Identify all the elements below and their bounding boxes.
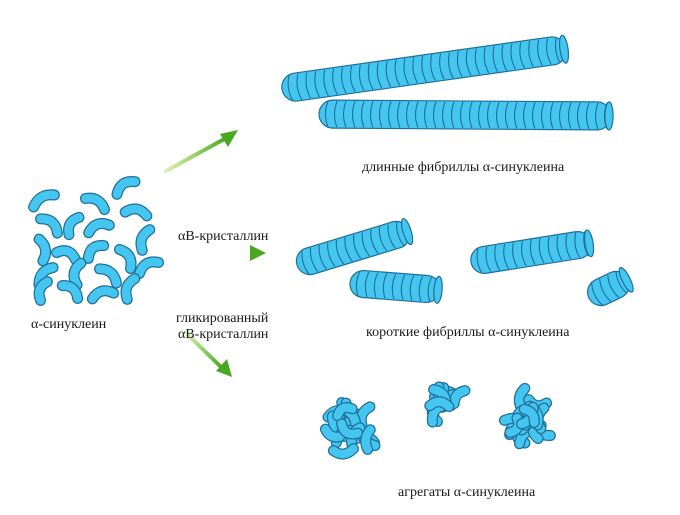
short-fibrils-label: короткие фибриллы α-синуклеина xyxy=(366,325,570,340)
monomer xyxy=(119,203,153,222)
monomer xyxy=(114,243,137,275)
monomer-cluster xyxy=(28,175,165,306)
monomer xyxy=(33,233,52,267)
monomer xyxy=(79,192,111,215)
monomer xyxy=(94,263,122,289)
monomer xyxy=(35,213,63,239)
arrow-bottom-label-line1: гликированный xyxy=(176,311,269,326)
aggregates xyxy=(319,381,556,460)
fibril xyxy=(349,269,443,304)
monomer xyxy=(68,257,87,291)
monomer xyxy=(448,385,471,410)
long-fibrils xyxy=(281,34,614,131)
fibril xyxy=(587,267,634,307)
monomer xyxy=(33,276,53,306)
monomer xyxy=(83,218,115,239)
fibril xyxy=(318,99,614,131)
aggregates-label: агрегаты α-синуклеина xyxy=(398,485,536,500)
monomer xyxy=(120,273,141,305)
monomer xyxy=(51,245,81,265)
monomer xyxy=(28,189,60,213)
monomer xyxy=(336,418,364,440)
arrow-middle-label: αB-кристаллин xyxy=(178,229,269,244)
arrow-to-aggregates xyxy=(184,331,232,377)
monomer xyxy=(63,211,85,241)
monomer xyxy=(135,224,156,256)
monomer xyxy=(327,443,359,460)
monomer xyxy=(111,175,141,200)
monomer xyxy=(56,280,84,304)
arrow-to-long-fibrils xyxy=(164,130,238,173)
arrow-bottom-label-line2: αB-кристаллин xyxy=(178,327,269,342)
short-fibrils xyxy=(295,218,634,307)
monomer xyxy=(518,403,540,429)
long-fibrils-label: длинные фибриллы α-синуклеина xyxy=(362,160,565,175)
monomer xyxy=(332,402,358,422)
monomer xyxy=(82,240,110,264)
monomer xyxy=(319,423,346,443)
fibril xyxy=(470,229,595,274)
monomer xyxy=(133,256,165,279)
fibril xyxy=(295,218,414,276)
monomer xyxy=(86,285,120,305)
source-label: α-синуклеин xyxy=(31,317,107,332)
arrow-to-short-fibrils xyxy=(182,245,266,261)
monomer xyxy=(360,424,376,455)
monomer xyxy=(424,396,455,413)
fibril xyxy=(281,34,570,102)
